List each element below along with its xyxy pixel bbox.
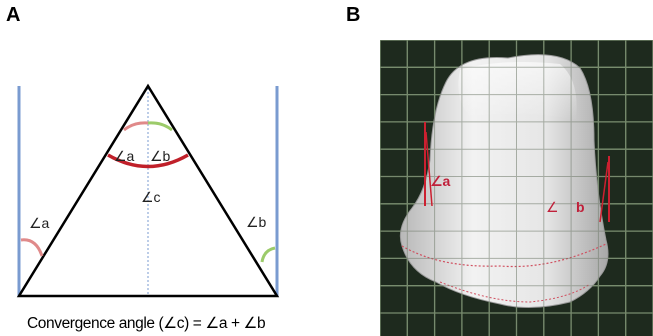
right-taper-slant bbox=[599, 161, 609, 223]
apex-arc-a bbox=[123, 121, 149, 132]
panel-a-letter: A bbox=[6, 4, 21, 26]
convergence-triangle-diagram: ∠a ∠b ∠c ∠a ∠b bbox=[16, 83, 280, 298]
label-angle-a-inner: ∠a bbox=[114, 148, 135, 164]
panel-b-letter: B bbox=[346, 4, 361, 26]
corner-arc-b bbox=[260, 246, 276, 263]
tooth-crown bbox=[399, 54, 609, 309]
corner-arc-a bbox=[20, 238, 44, 257]
label-tooth-angle-a: ∠a bbox=[430, 173, 451, 189]
triangle-outline bbox=[16, 83, 280, 298]
label-tooth-angle-symbol: ∠ bbox=[546, 199, 559, 215]
left-taper-slant bbox=[425, 131, 433, 207]
label-angle-c: ∠c bbox=[141, 189, 161, 205]
apex-arc-b bbox=[147, 121, 173, 132]
tooth-lower-contour bbox=[401, 243, 607, 268]
tooth-grid-photo: ∠a ∠ b bbox=[380, 40, 653, 336]
convergence-angle-caption: Convergence angle (∠c) = ∠a + ∠b bbox=[27, 315, 266, 332]
tooth-highlight bbox=[458, 62, 577, 120]
label-angle-a-outer: ∠a bbox=[29, 215, 50, 231]
label-angle-b-outer: ∠b bbox=[246, 214, 267, 230]
apex-arc-c bbox=[107, 153, 189, 169]
label-tooth-angle-b: b bbox=[576, 199, 585, 215]
label-angle-b-inner: ∠b bbox=[150, 148, 171, 164]
tooth-bottom-contour bbox=[439, 281, 591, 303]
